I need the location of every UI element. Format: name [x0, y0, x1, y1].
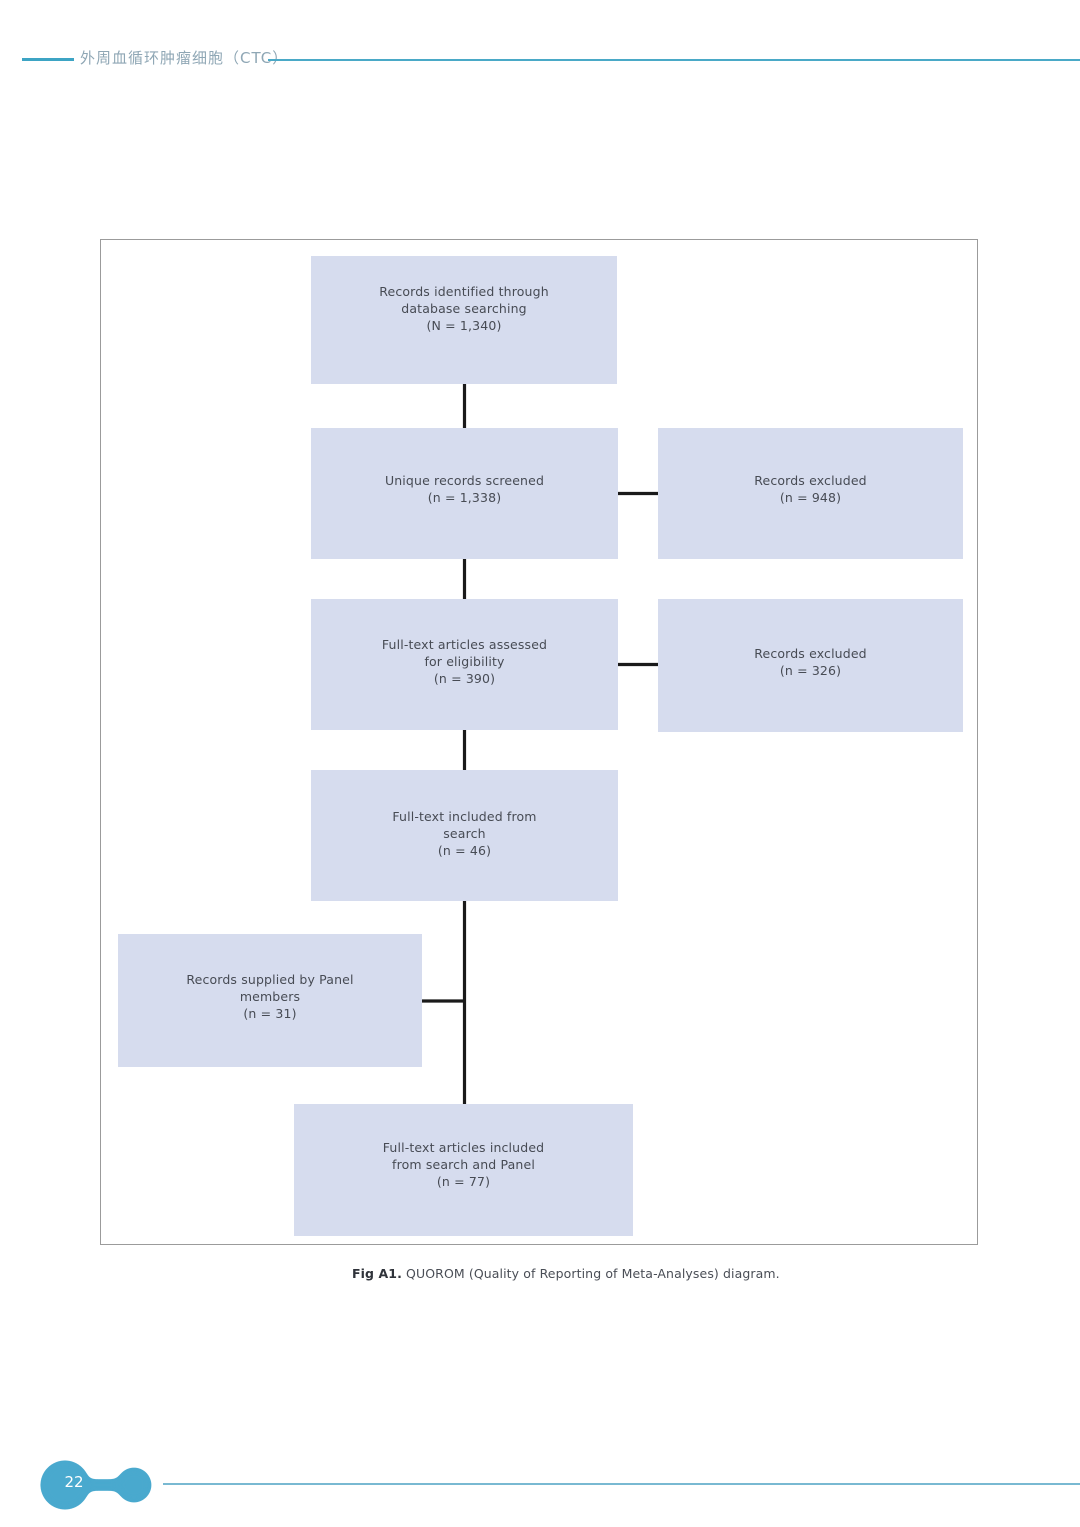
figure-frame — [100, 239, 978, 1245]
page-header: 外周血循环肿瘤细胞（CTC） — [0, 0, 1080, 100]
flow-node-label: Records identified through database sear… — [379, 283, 549, 333]
header-rule-right — [268, 59, 1080, 61]
flow-node-records-excluded-1: Records excluded (n = 948) — [658, 428, 963, 559]
flow-node-records-excluded-2: Records excluded (n = 326) — [658, 599, 963, 732]
flow-node-fulltext-included-final: Full-text articles included from search … — [294, 1104, 633, 1236]
flow-node-label: Full-text included from search (n = 46) — [392, 809, 537, 858]
flow-node-fulltext-assessed-eligibility: Full-text articles assessed for eligibil… — [311, 599, 618, 730]
flow-node-label: Full-text articles included from search … — [382, 1139, 545, 1189]
footer-rule — [163, 1483, 1080, 1485]
figure-caption-prefix: Fig A1. — [352, 1266, 402, 1281]
page-title: 外周血循环肿瘤细胞（CTC） — [80, 49, 289, 67]
flow-node-label: Unique records screened (n = 1,338) — [384, 472, 545, 505]
header-rule-left — [22, 58, 74, 61]
flow-node-fulltext-included-search: Full-text included from search (n = 46) — [311, 770, 618, 901]
flow-node-label: Records excluded (n = 326) — [754, 645, 867, 678]
flow-node-records-supplied-panel: Records supplied by Panel members (n = 3… — [118, 934, 422, 1067]
page-number-blob — [35, 1455, 170, 1515]
flow-node-records-identified: Records identified through database sear… — [311, 256, 617, 384]
flow-node-unique-records-screened: Unique records screened (n = 1,338) — [311, 428, 618, 559]
flow-node-label: Records excluded (n = 948) — [754, 472, 867, 505]
blob-shape — [41, 1461, 151, 1509]
page-footer — [0, 1430, 1080, 1527]
flow-node-label: Records supplied by Panel members (n = 3… — [186, 972, 354, 1021]
figure-caption-text: QUOROM (Quality of Reporting of Meta-Ana… — [401, 1266, 780, 1281]
flow-node-label: Full-text articles assessed for eligibil… — [381, 637, 548, 686]
figure-caption: Fig A1. QUOROM (Quality of Reporting of … — [352, 1266, 780, 1281]
page-number: 22 — [64, 1473, 84, 1491]
